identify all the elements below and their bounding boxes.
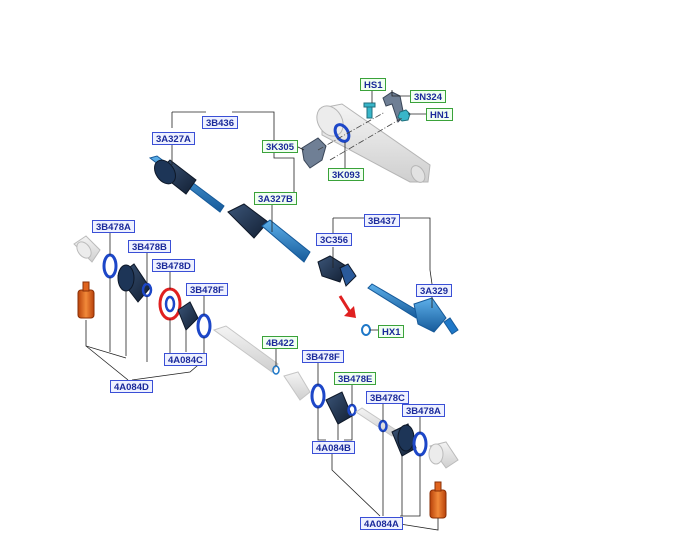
callout-4a084a[interactable]: 4A084A xyxy=(360,517,403,530)
damper-left xyxy=(77,281,95,319)
callout-4a084b[interactable]: 4A084B xyxy=(312,441,355,454)
callout-3k305[interactable]: 3K305 xyxy=(262,140,298,153)
boot-right-outer xyxy=(391,423,417,457)
callout-hn1[interactable]: HN1 xyxy=(426,108,454,121)
clamp-ring-3b478a-left xyxy=(102,253,118,279)
boot-left-inner xyxy=(177,301,199,331)
right-ghost-shaft xyxy=(355,407,397,437)
callout-4a084d[interactable]: 4A084D xyxy=(110,380,153,393)
callout-3b478c[interactable]: 3B478C xyxy=(366,391,409,404)
callout-3b478a-left[interactable]: 3B478A xyxy=(92,220,135,233)
callout-3b478f-right[interactable]: 3B478F xyxy=(302,350,344,363)
direction-arrow xyxy=(338,295,356,318)
callout-3b478f-left[interactable]: 3B478F xyxy=(186,283,228,296)
intermediate-shaft-housing xyxy=(316,103,431,183)
callout-3a327a[interactable]: 3A327A xyxy=(152,132,195,145)
callout-3k093[interactable]: 3K093 xyxy=(328,168,364,181)
callout-4b422[interactable]: 4B422 xyxy=(262,336,298,349)
driveshaft-3b437 xyxy=(317,255,459,335)
right-joint-ghost xyxy=(428,441,459,469)
callout-3a329[interactable]: 3A329 xyxy=(416,284,452,297)
callout-hx1[interactable]: HX1 xyxy=(378,325,405,338)
damper-right xyxy=(429,481,447,519)
driveshaft-3b436 xyxy=(148,155,311,263)
left-joint-ghost xyxy=(73,235,101,263)
callout-4a084c[interactable]: 4A084C xyxy=(164,353,207,366)
middle-ghost-shaft xyxy=(212,325,311,401)
bolt-hs1 xyxy=(363,102,376,119)
clamp-ring-3b478f-right xyxy=(310,383,326,409)
bracket-3k305 xyxy=(301,137,327,169)
callout-3b478d[interactable]: 3B478D xyxy=(152,259,195,272)
bearing-ring-3k093 xyxy=(333,123,351,143)
highlight-ring-3b478d xyxy=(158,287,182,321)
callout-3b478b[interactable]: 3B478B xyxy=(128,240,171,253)
callout-3b478e[interactable]: 3B478E xyxy=(334,372,377,385)
callout-3b478a-right[interactable]: 3B478A xyxy=(402,404,445,417)
clamp-ring-3b478a-right xyxy=(412,431,428,457)
clamp-ring-3b478f-left xyxy=(196,313,212,339)
callout-3c356[interactable]: 3C356 xyxy=(316,233,352,246)
callout-3b436[interactable]: 3B436 xyxy=(202,116,238,129)
callout-3b437[interactable]: 3B437 xyxy=(364,214,400,227)
callout-hs1[interactable]: HS1 xyxy=(360,78,387,91)
callout-3n324[interactable]: 3N324 xyxy=(410,90,446,103)
circlip-hx1 xyxy=(361,324,371,336)
callout-3a327b[interactable]: 3A327B xyxy=(254,192,297,205)
clamp-ring-3b478e xyxy=(347,403,357,417)
